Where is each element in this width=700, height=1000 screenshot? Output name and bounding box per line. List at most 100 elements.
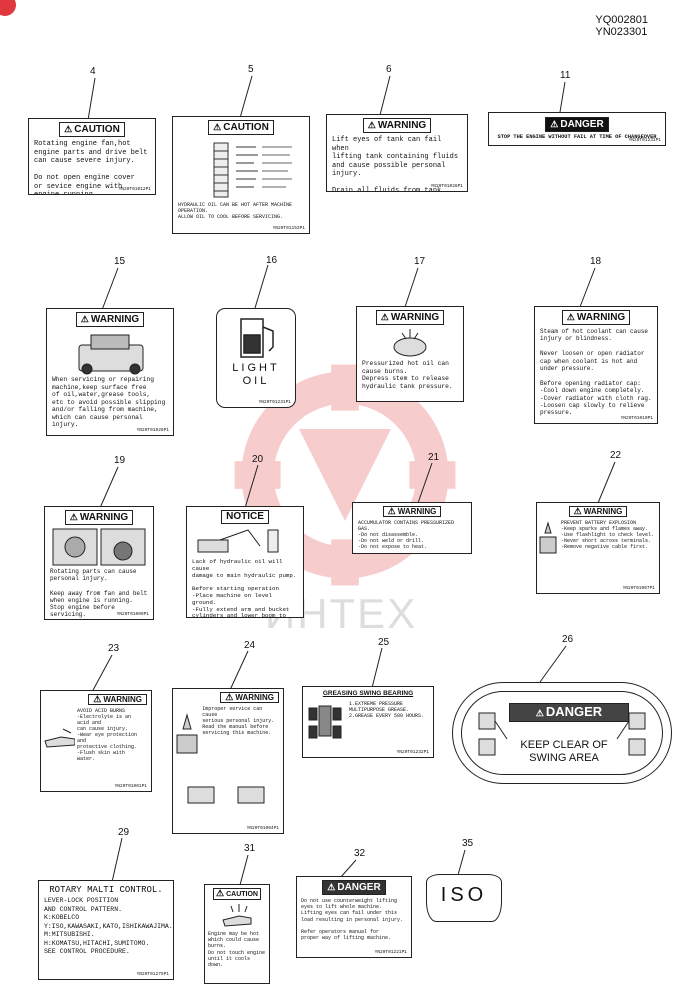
label-heading: ⚠DANGER [509, 703, 629, 722]
label-text: ISO [440, 884, 488, 906]
warning-triangle-icon: ⚠ [69, 512, 78, 522]
label-text: AVOID ACID BURNS -Electrolyte is an acid… [77, 708, 138, 762]
label-text: Steam of hot coolant can cause injury or… [540, 328, 652, 417]
label-number: 32 [354, 848, 366, 859]
acid-hand-pictogram-icon [44, 728, 76, 748]
label-text: Pressurized hot oil can cause burns. Dep… [362, 360, 453, 390]
hot-oil-pictogram-icon [393, 329, 427, 357]
label-19-warning: ⚠WARNING Rotating parts can cause person… [44, 506, 154, 620]
label-32-danger: ⚠DANGER Do not use counterweight lifting… [296, 876, 412, 958]
label-5-caution: ⚠CAUTION HYDRAULIC OIL CAN BE HOT AFTER … [172, 116, 310, 234]
label-number: 11 [560, 70, 571, 81]
label-22-warning: ⚠WARNING PREVENT BATTERY EXPLOSION -Keep… [536, 502, 660, 594]
label-number: 23 [108, 643, 120, 654]
label-heading: ROTARY MALTI CONTROL. [49, 885, 163, 895]
label-heading: ⚠WARNING [382, 506, 442, 517]
label-number: 16 [266, 255, 278, 266]
label-number: 19 [114, 455, 126, 466]
label-text: PREVENT BATTERY EXPLOSION -Keep sparks a… [561, 520, 655, 550]
document-codes: YQ002801 YN023301 [595, 14, 648, 38]
label-heading: ⚠WARNING [64, 510, 134, 525]
warning-triangle-icon: ⚠ [550, 119, 559, 129]
label-number: 29 [118, 827, 130, 838]
label-number: 35 [462, 838, 474, 849]
label-15-warning: ⚠WARNING When servicing or repairing mac… [46, 308, 174, 436]
explosion-pictogram-icon [539, 521, 557, 554]
label-text: Lack of hydraulic oil will cause damage … [192, 558, 297, 618]
part-number: YN20T01026P1 [136, 428, 169, 433]
label-number: 21 [428, 452, 440, 463]
label-18-warning: ⚠WARNING Steam of hot coolant can cause … [534, 306, 658, 424]
label-heading: ⚠DANGER [545, 117, 609, 132]
label-24-warning: ⚠WARNING Improper service can cause seri… [172, 688, 284, 834]
label-number: 6 [386, 64, 392, 75]
label-text: LEVER-LOCK POSITION AND CONTROL PATTERN.… [44, 897, 173, 955]
label-31-caution: ⚠CAUTION Engine may be hot which could c… [204, 884, 270, 984]
part-number: YN20T01153P1 [272, 226, 305, 231]
label-text: ACCUMULATOR CONTAINS PRESSURIZED GAS. -D… [358, 520, 455, 550]
label-4-caution: ⚠CAUTION Rotating engine fan,hot engine … [28, 118, 156, 195]
rotating-fan-pictogram-icon [52, 528, 146, 566]
label-heading: ⚠WARNING [88, 694, 147, 705]
label-21-warning: ⚠WARNING ACCUMULATOR CONTAINS PRESSURIZE… [352, 502, 472, 554]
doc-code-1: YQ002801 [595, 14, 648, 26]
label-text: Do not use counterweight lifting eyes to… [301, 898, 404, 942]
label-text: HYDRAULIC OIL CAN BE HOT AFTER MACHINE O… [178, 202, 293, 220]
part-number: YN20T01012P1 [118, 187, 151, 192]
label-heading: ⚠WARNING [220, 692, 279, 703]
hydraulic-level-diagram-icon [213, 142, 292, 198]
label-29-rotary-control: ROTARY MALTI CONTROL. LEVER-LOCK POSITIO… [38, 880, 174, 980]
label-number: 24 [244, 640, 256, 651]
label-text: When servicing or repairing machine,keep… [52, 376, 166, 428]
warning-triangle-icon: ⚠ [64, 124, 73, 134]
label-text: Lift eyes of tank can fail when lifting … [332, 136, 459, 192]
label-number: 26 [562, 634, 574, 645]
part-number: YN20T01275P1 [136, 972, 169, 977]
label-23-warning: ⚠WARNING AVOID ACID BURNS -Electrolyte i… [40, 690, 152, 792]
label-text: Rotating parts can cause personal injury… [50, 568, 148, 619]
warning-triangle-icon: ⚠ [380, 312, 389, 322]
swing-bearing-diagram-icon [308, 705, 342, 739]
part-number: YN20T01028P1 [430, 184, 463, 189]
warning-triangle-icon: ⚠ [216, 888, 225, 898]
hot-surface-hand-pictogram-icon [222, 904, 252, 927]
warning-triangle-icon: ⚠ [535, 708, 544, 718]
warning-triangle-icon: ⚠ [566, 312, 575, 322]
warning-triangle-icon: ⚠ [387, 506, 396, 516]
label-number: 18 [590, 256, 602, 267]
label-heading: ⚠WARNING [75, 312, 145, 327]
warning-triangle-icon: ⚠ [327, 882, 336, 892]
warning-triangle-icon: ⚠ [93, 694, 102, 704]
swing-arrow-right-icon [616, 712, 646, 756]
inner-border [461, 691, 663, 775]
warning-triangle-icon: ⚠ [367, 120, 376, 130]
label-heading: ⚠DANGER [322, 880, 386, 895]
excavator-position-diagram-icon [197, 529, 279, 553]
label-text: KEEP CLEAR OF SWING AREA [520, 739, 608, 764]
label-26-danger-swing: ⚠DANGER KEEP CLEAR OF SWING AREA [452, 682, 672, 784]
part-number: YN20T01004P1 [246, 826, 279, 831]
part-number: YN20T01009P1 [116, 612, 149, 617]
part-number: YN20T01231P1 [628, 138, 661, 143]
label-16-light-oil: LIGHT OIL YN20T01231P1 [216, 308, 296, 408]
label-heading: ⚠WARNING [568, 506, 628, 517]
battery-hazard-pictogram-icon [176, 713, 198, 754]
warning-triangle-icon: ⚠ [573, 506, 582, 516]
label-heading: GREASING SWING BEARING [322, 690, 414, 697]
brand-logo [0, 0, 16, 16]
label-heading: ⚠CAUTION [59, 122, 125, 137]
part-number: YN20T01001P1 [114, 784, 147, 789]
label-number: 4 [90, 66, 96, 77]
label-17-warning: ⚠WARNING Pressurized hot oil can cause b… [356, 306, 464, 402]
part-number: YN20T01010P1 [620, 416, 653, 421]
slipping-person-pictogram-icon [78, 334, 144, 375]
label-heading: ⚠CAUTION [213, 888, 261, 900]
part-number: YN20T01231P1 [258, 400, 291, 405]
label-number: 15 [114, 256, 126, 267]
battery-diagram-icon [187, 786, 265, 804]
label-heading: ⚠WARNING [561, 310, 631, 325]
warning-triangle-icon: ⚠ [225, 692, 234, 702]
part-number: YN20T01232P1 [396, 750, 429, 755]
part-number: YN20T01221P1 [374, 950, 407, 955]
label-text: Improper service can cause serious perso… [202, 706, 275, 736]
